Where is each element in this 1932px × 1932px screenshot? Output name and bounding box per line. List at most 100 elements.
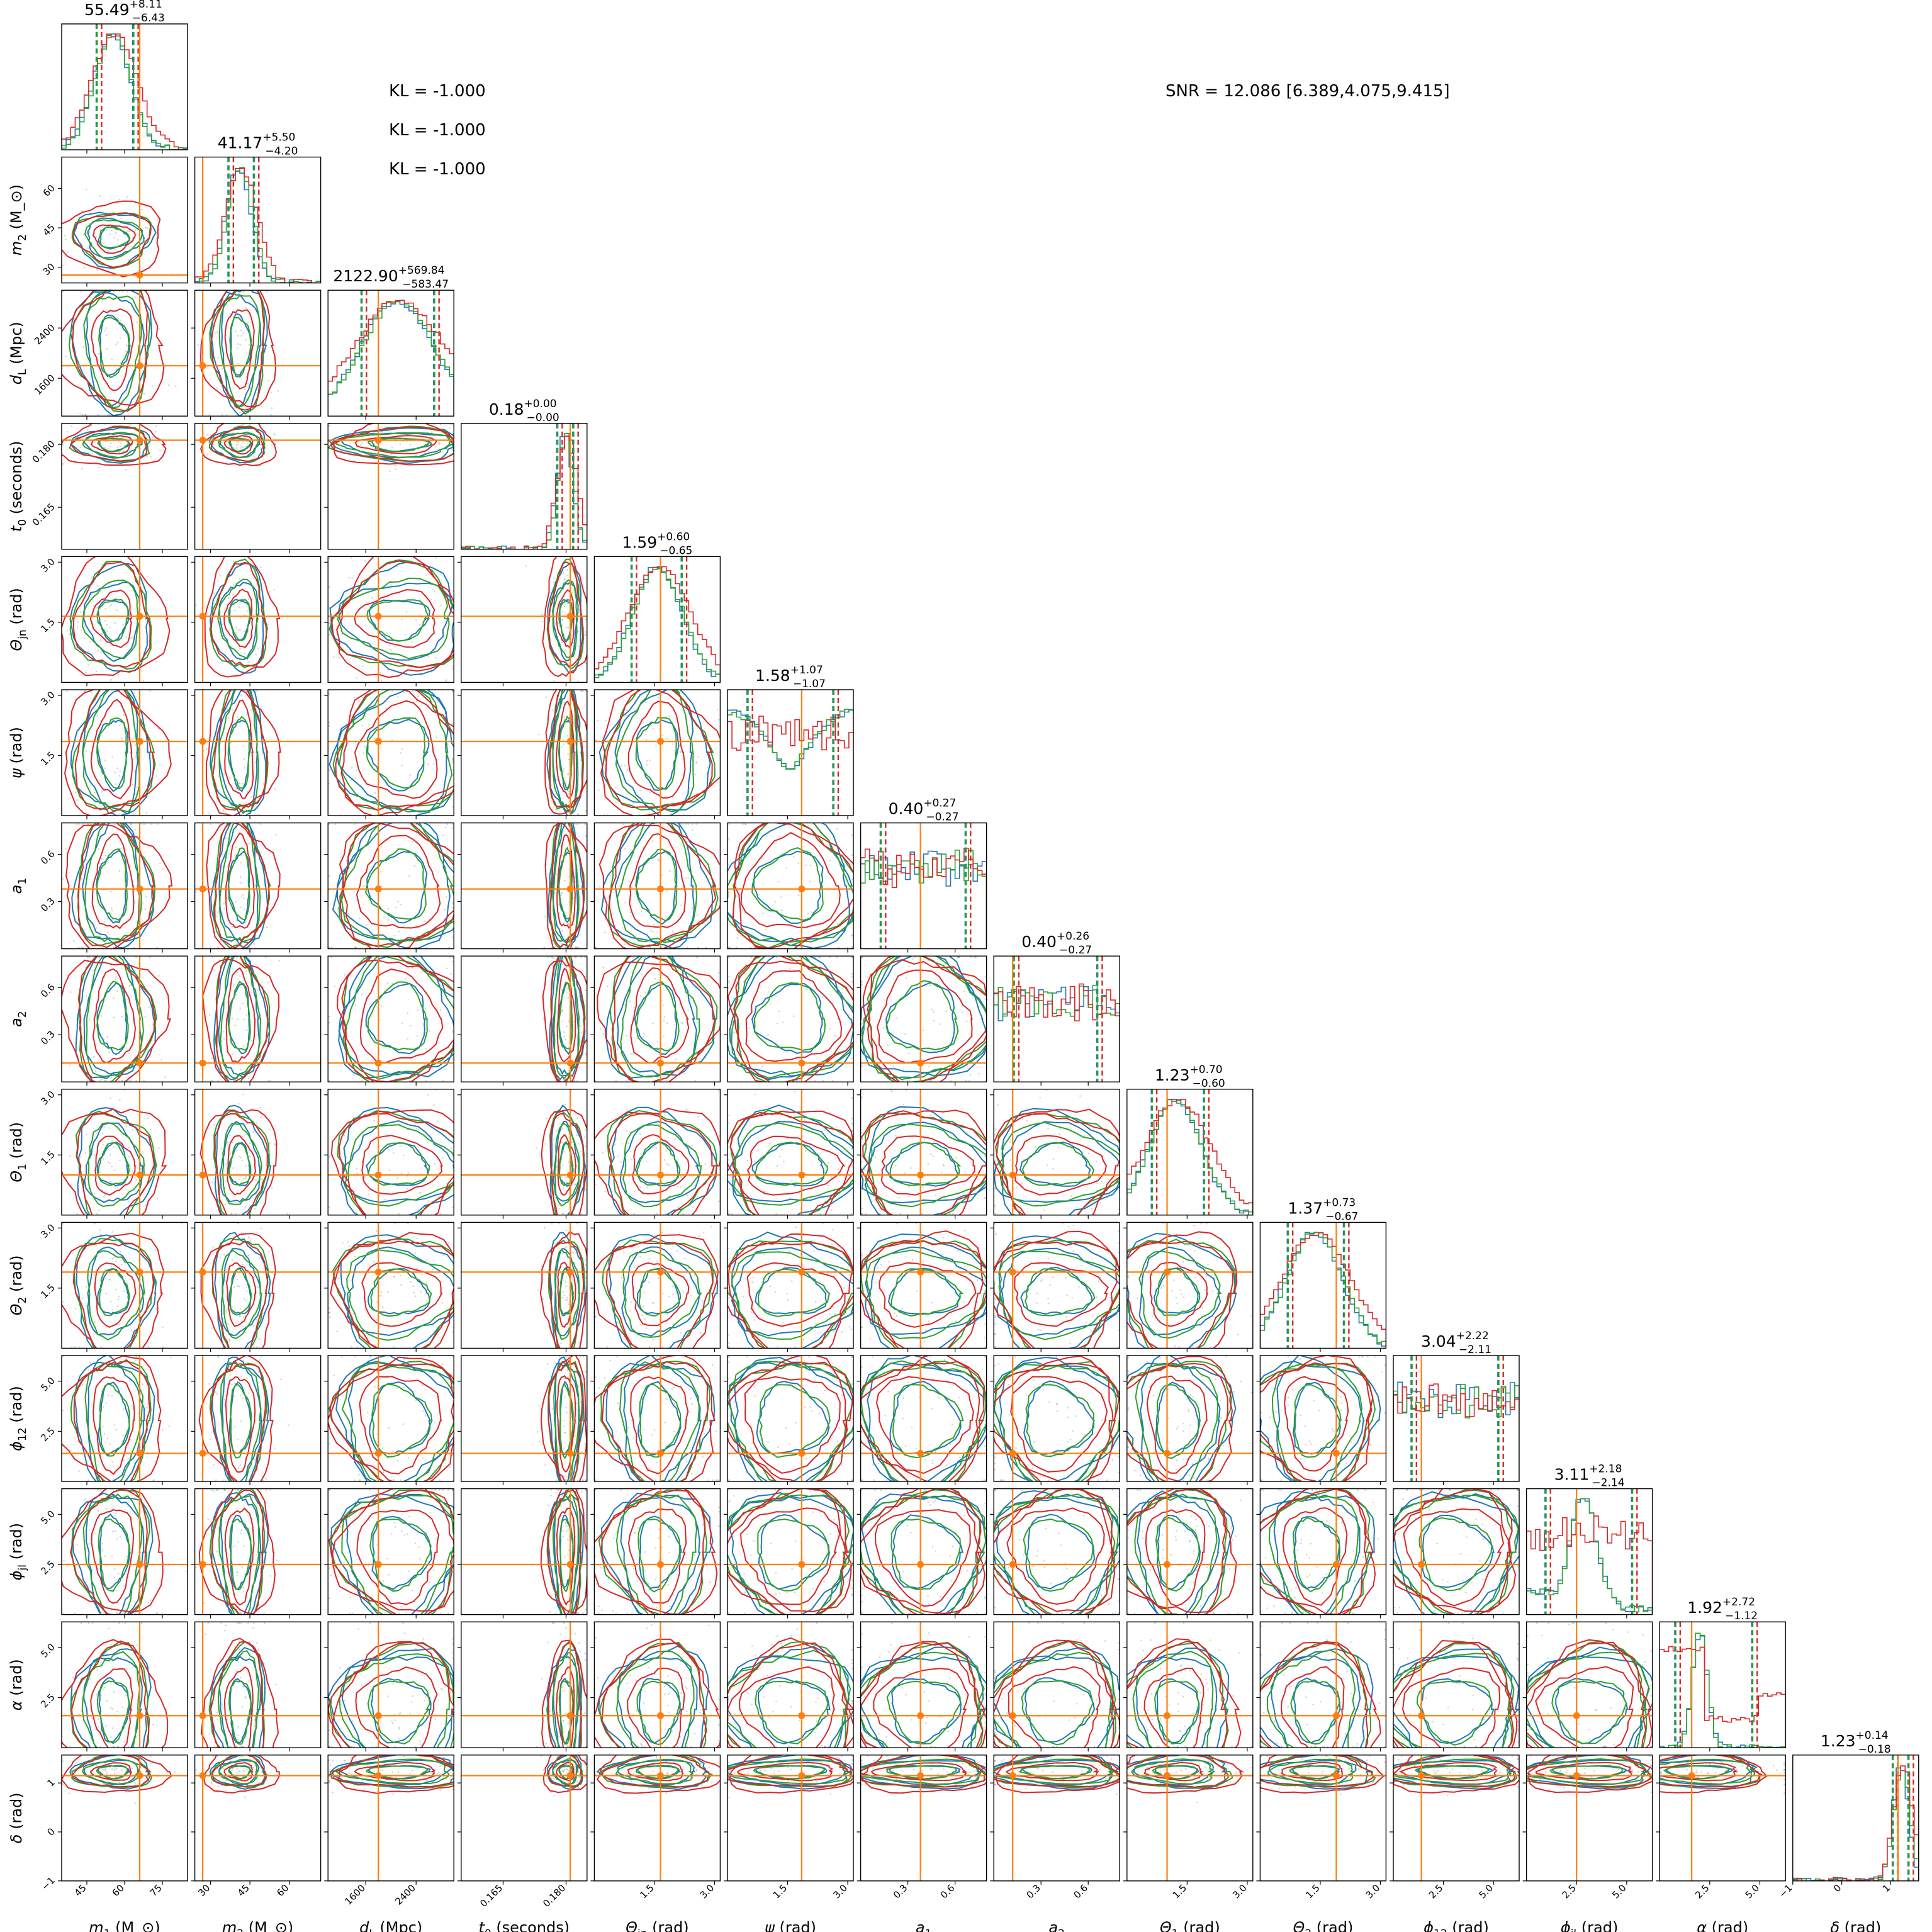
scatter-point <box>257 1381 259 1384</box>
contour-series-2 <box>549 1113 585 1215</box>
scatter-point <box>887 1044 889 1047</box>
scatter-point <box>114 772 116 773</box>
scatter-point <box>564 1432 566 1434</box>
scatter-point <box>86 1133 87 1136</box>
scatter-point <box>580 1025 582 1027</box>
scatter-point <box>247 1346 250 1348</box>
scatter-point <box>345 1156 348 1159</box>
scatter-point <box>829 860 831 862</box>
scatter-point <box>336 1330 338 1332</box>
scatter-point <box>561 1020 563 1023</box>
scatter-point <box>1062 1252 1064 1254</box>
scatter-point <box>135 233 138 235</box>
scatter-point <box>666 1079 668 1082</box>
scatter-point <box>727 1159 730 1161</box>
scatter-point <box>261 1178 264 1181</box>
scatter-point <box>110 1266 113 1267</box>
contour-series-2 <box>62 1108 167 1215</box>
scatter-point <box>775 1213 777 1215</box>
scatter-point <box>451 768 454 771</box>
scatter-point <box>267 1079 270 1082</box>
scatter-point <box>733 1031 735 1033</box>
contour-panel-7-0: 0.30.6 <box>38 955 188 1086</box>
contour-panel-9-3 <box>457 1222 588 1352</box>
marginal-title-5: 1.58+1.07−1.07 <box>755 664 826 690</box>
scatter-point <box>841 1330 843 1333</box>
contour-series-2 <box>549 690 584 809</box>
scatter-point <box>536 1430 539 1433</box>
scatter-point <box>416 1035 418 1037</box>
scatter-point <box>861 980 863 983</box>
scatter-point <box>957 956 960 958</box>
scatter-point <box>580 690 582 692</box>
truth-marker <box>374 1059 382 1067</box>
contour-series-1 <box>860 1360 987 1481</box>
histogram-series-1 <box>62 35 188 150</box>
scatter-point <box>850 1328 853 1330</box>
scatter-point <box>434 1089 437 1092</box>
contour-series-2 <box>994 1240 1120 1349</box>
truth-marker <box>798 1268 806 1276</box>
scatter-point <box>80 1156 82 1158</box>
scatter-point <box>691 1403 693 1405</box>
scatter-point <box>375 1213 378 1215</box>
scatter-point <box>574 577 576 580</box>
scatter-point <box>233 1395 235 1397</box>
scatter-point <box>1148 1269 1150 1272</box>
scatter-point <box>851 863 853 865</box>
scatter-point <box>617 1402 619 1404</box>
contour-series-1 <box>222 1122 262 1205</box>
scatter-point <box>580 933 581 936</box>
scatter-point <box>1003 1479 1004 1481</box>
scatter-point <box>91 593 93 595</box>
contour-series-2 <box>995 1113 1120 1215</box>
scatter-point <box>1200 1223 1203 1225</box>
scatter-point <box>1033 1379 1035 1381</box>
contour-panel-7-1 <box>191 955 322 1086</box>
scatter-point <box>984 1156 986 1158</box>
panel-frame <box>993 955 1120 1082</box>
scatter-point <box>888 1356 890 1358</box>
scatter-point <box>400 1172 403 1174</box>
contour-series-0 <box>85 292 145 407</box>
contour-series-0 <box>82 823 140 949</box>
scatter-point <box>249 387 252 389</box>
scatter-point <box>104 921 106 923</box>
scatter-point <box>640 1154 642 1156</box>
scatter-point <box>104 1194 106 1196</box>
scatter-point <box>703 1432 705 1435</box>
contour-series-1 <box>346 1249 454 1341</box>
scatter-point <box>538 1440 541 1442</box>
scatter-point <box>385 1274 387 1276</box>
contour-series-2 <box>210 561 267 667</box>
scatter-point <box>559 1167 562 1169</box>
scatter-point <box>654 1235 656 1237</box>
scatter-point <box>439 442 441 445</box>
contour-series-2 <box>354 700 438 799</box>
scatter-point <box>861 984 863 986</box>
scatter-point <box>270 413 272 416</box>
scatter-point <box>123 1290 125 1293</box>
contour-series-2 <box>746 1135 846 1196</box>
scatter-point <box>217 1356 219 1358</box>
scatter-point <box>679 1479 681 1481</box>
scatter-point <box>644 1318 646 1320</box>
scatter-point <box>861 1161 863 1163</box>
scatter-point <box>405 611 408 613</box>
contour-panel-10-3 <box>457 1355 588 1485</box>
scatter-point <box>100 1346 103 1348</box>
histogram-series-0 <box>461 435 587 549</box>
contour-series-0 <box>1019 1142 1091 1187</box>
scatter-point <box>604 1377 605 1379</box>
scatter-point <box>398 1213 400 1215</box>
scatter-point <box>1181 1293 1182 1295</box>
scatter-point <box>84 267 86 269</box>
scatter-point <box>1081 1265 1082 1267</box>
scatter-point <box>877 1267 879 1269</box>
scatter-point <box>84 626 86 627</box>
scatter-point <box>692 1206 694 1208</box>
truth-marker <box>199 738 206 745</box>
scatter-point <box>407 1172 409 1174</box>
scatter-point <box>671 1479 674 1481</box>
scatter-point <box>225 1163 227 1165</box>
